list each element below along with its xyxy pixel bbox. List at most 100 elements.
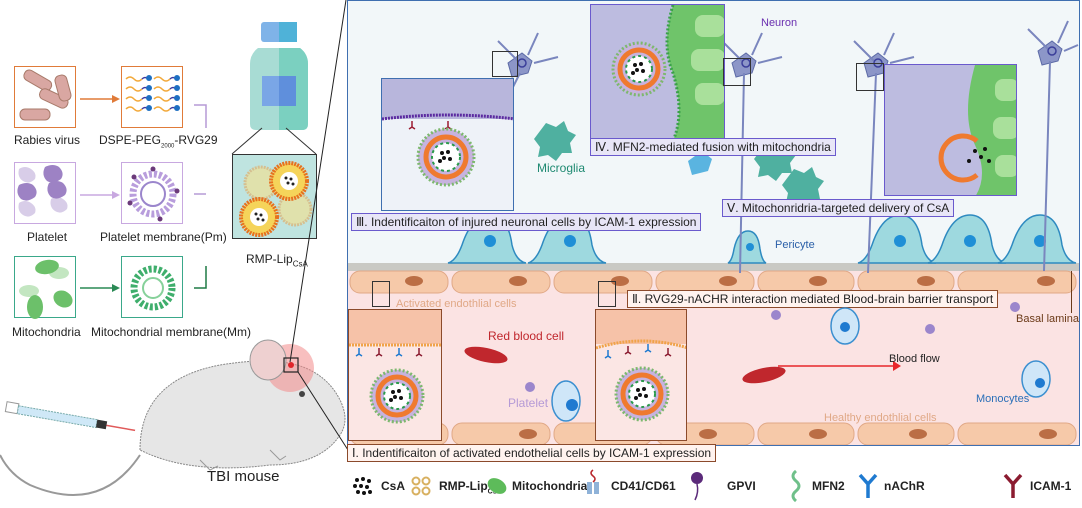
rabies-virus-box [14,66,76,128]
platelet-membrane-label: Platelet membrane(Pm) [100,230,227,244]
rmp-lip-icon [411,476,431,496]
blood-components [464,302,1051,422]
legend-csa-label: CsA [381,479,406,493]
mitochondria-icon [487,478,507,494]
rmp-lip-box [232,154,317,239]
basal-lamina-label: Basal lamina [1016,313,1079,325]
step-3-text: Indentificaiton of injured neuronal cell… [370,215,697,229]
legend-rmp-lip-main: RMP-Lip [439,479,488,493]
zoom-lines [289,0,349,451]
legend-icam1-label: ICAM-1 [1030,479,1072,493]
mitochondria-fusion-illustration [611,5,724,139]
liposome-icam-binding [382,113,513,187]
monocytes-label: Monocytes [976,393,1030,405]
arrow-right-icon [80,284,120,292]
step-1-text: Indentificaiton of activated endothelial… [362,446,712,460]
pericyte-label: Pericyte [775,239,815,251]
step-3-caption: Ⅲ. Indentificaiton of injured neuronal c… [351,213,702,231]
step-4-numeral: Ⅳ. [595,140,610,154]
bracket-icon [194,104,207,128]
platelet-icon [525,302,1020,392]
platelet-membrane-box [121,162,183,224]
platelet-membrane-icon [127,166,180,222]
step-2-text: RVG29-nACHR interaction mediated Blood-b… [644,292,994,306]
inset-bbb-transport [595,309,687,441]
mitochondrial-membrane-icon [130,265,176,311]
tbi-mouse-label: TBI mouse [207,468,280,485]
mitochondrial-membrane-label: Mitochondrial membrane(Mm) [91,325,252,339]
zoom-marker-neuron-2 [723,58,751,86]
inset-mito-delivery [884,64,1017,196]
rmp-lip-particles-icon [239,161,313,237]
liposome-bbb-binding [596,339,686,422]
mitochondrial-membrane-box [121,256,183,318]
zoom-marker-endothelial-1 [372,281,390,307]
dspe-peg-rvg29-icon [125,75,180,112]
arrow-right-icon [80,95,120,103]
legend-gpvi-label: GPVI [727,479,756,493]
legend-nachr-label: nAChR [884,479,925,493]
step-5-numeral: Ⅴ. [727,201,739,215]
red-blood-cell-icon [464,346,508,364]
zoom-marker-neuron-1 [492,51,518,77]
rmp-lip-sub: CsA [292,259,308,269]
activated-endothelial-label: Activated endothlial cells [396,298,517,310]
brain-panel: Ⅲ. Indentificaiton of injured neuronal c… [347,0,1080,446]
legend-mitochondria-label: Mitochondria [512,479,588,493]
mitochondria-label: Mitochondria [12,325,81,339]
liposome-endothelial-binding [349,343,441,424]
red-blood-cell-icon [742,366,786,384]
dspe-peg-rvg29-box [121,66,183,128]
basal-lamina-pointer [1071,271,1072,313]
mitochondria-source-icon [19,259,73,319]
platelet-box [14,162,76,224]
healthy-endothelial-label: Healthy endothlial cells [824,412,937,424]
arrow-right-icon [80,191,120,199]
icam1-icon [1003,473,1023,498]
dspe-peg-sub: 2000 [161,143,175,150]
step-4-caption: Ⅳ. MFN2-mediated fusion with mitochondri… [590,138,836,156]
mfn2-icon [791,469,801,503]
monocyte-icon [1021,360,1051,398]
basal-lamina-strip [348,263,1079,271]
neuron-label: Neuron [761,17,798,29]
inset-activated-endothelial [348,309,442,441]
monocyte-icon [551,380,581,422]
legend-cd41-cd61-label: CD41/CD61 [611,479,676,493]
bottle-icon [250,22,308,130]
gpvi-icon [691,472,703,501]
bracket-icon [194,266,207,289]
mitochondria-box [14,256,76,319]
cd41-cd61-icon [587,469,599,494]
step-3-numeral: Ⅲ. [356,215,368,229]
step-1-caption: Ⅰ. Indentificaiton of activated endothel… [347,444,717,462]
zoom-marker-endothelial-2 [598,281,616,307]
inset-injured-neuron [381,78,514,211]
rabies-virus-icon [19,69,72,121]
csa-release-illustration [938,65,1016,195]
syringe-icon [4,401,136,432]
step-5-text: Mitochonridria-targeted delivery of CsA [741,201,950,215]
platelet-blood-label: Platelet [508,396,549,410]
rabies-virus-label: Rabies virus [14,133,81,147]
dspe-peg-rvg29-label: DSPE-PEG2000-RVG29 [99,133,218,149]
step-2-numeral: Ⅱ. [632,292,642,306]
microglia-label: Microglia [537,161,586,175]
csa-dots-icon [353,477,372,495]
dspe-peg-end: -RVG29 [174,133,218,147]
platelet-label: Platelet [27,230,68,244]
nachr-icon [858,473,878,498]
dspe-peg-main: DSPE-PEG [99,133,162,147]
red-blood-cell-label: Red blood cell [488,329,565,343]
legend-mfn2-label: MFN2 [812,479,845,493]
inset-mfn2-fusion [590,4,725,140]
step-4-text: MFN2-mediated fusion with mitochondria [612,140,831,154]
platelet-icon [17,165,68,217]
rmp-lip-main: RMP-Lip [246,252,293,266]
blood-flow-label: Blood flow [889,353,940,365]
rmp-lip-label: RMP-LipCsA [246,252,308,268]
step-5-caption: Ⅴ. Mitochonridria-targeted delivery of C… [722,199,955,217]
connector-line-icon [194,193,206,195]
zoom-marker-neuron-3 [856,63,884,91]
tbi-mouse-illustration [0,339,346,496]
